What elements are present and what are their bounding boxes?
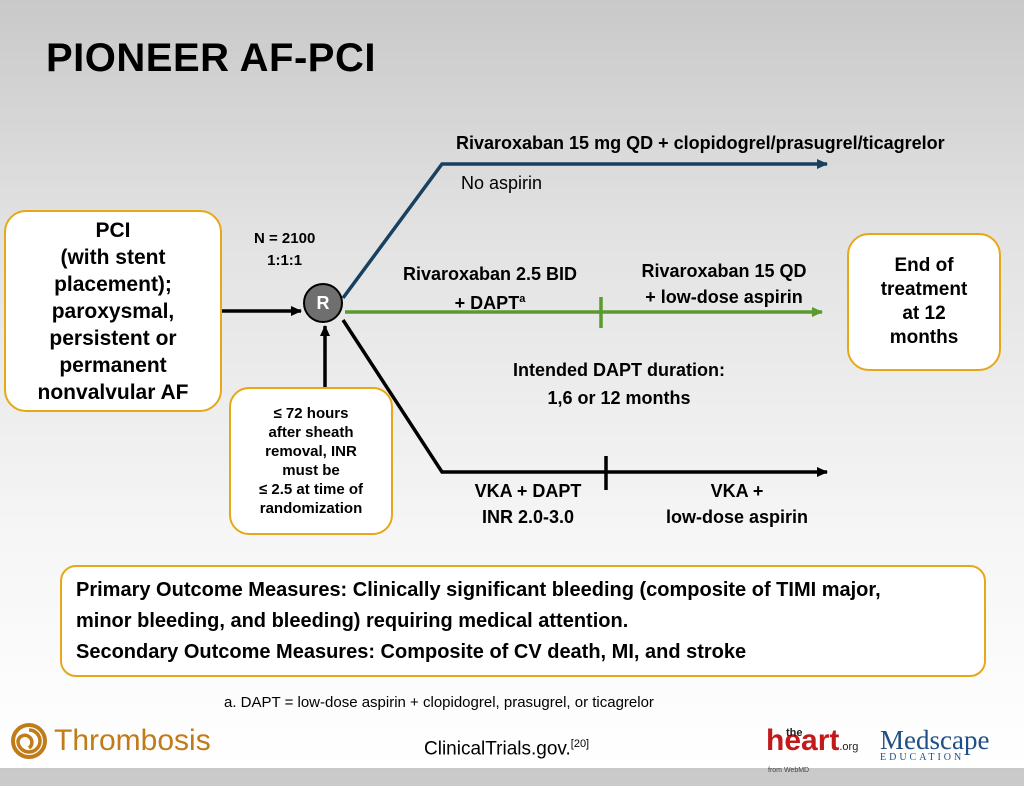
bottom-phase2-line1: VKA + bbox=[710, 481, 764, 501]
pci-line: persistent or bbox=[49, 326, 177, 350]
bottom-phase1-line2: INR 2.0-3.0 bbox=[481, 507, 575, 527]
pci-line: (with stent bbox=[60, 245, 166, 269]
pci-line: permanent bbox=[59, 353, 167, 377]
middle-phase1-line2: + DAPT bbox=[454, 293, 520, 313]
n-label: N = 2100 bbox=[254, 230, 316, 247]
timing-line: ≤ 2.5 at time of bbox=[258, 481, 364, 498]
theheart-from: from WebMD bbox=[768, 767, 810, 774]
thrombosis-logo: Thrombosis bbox=[10, 722, 211, 760]
theheart-org: .org bbox=[839, 741, 859, 753]
middle-arm-phase2-label: Rivaroxaban 15 QD + low-dose aspirin bbox=[626, 258, 822, 310]
flow-arrows bbox=[222, 159, 828, 490]
secondary-outcome-line: Secondary Outcome Measures: Composite of… bbox=[76, 640, 747, 663]
timing-line: removal, INR bbox=[265, 443, 357, 460]
medscape-education: EDUCATION bbox=[880, 752, 965, 763]
theheart-logo: the heart.org from WebMD bbox=[766, 724, 859, 775]
end-of-treatment-box: End of treatment at 12 months bbox=[847, 233, 1001, 371]
timing-line: must be bbox=[282, 462, 340, 479]
end-line: treatment bbox=[880, 279, 968, 300]
theheart-heart: heart bbox=[766, 724, 840, 757]
end-line: End of bbox=[894, 255, 954, 276]
timing-line: ≤ 72 hours bbox=[273, 405, 349, 422]
bottom-arm-arrow bbox=[341, 319, 828, 477]
primary-outcome-line2: minor bleeding, and bleeding) requiring … bbox=[76, 609, 629, 632]
dapt-duration-line1: Intended DAPT duration: bbox=[513, 360, 725, 380]
dapt-duration-label: Intended DAPT duration: 1,6 or 12 months bbox=[490, 356, 748, 412]
medscape-wordmark: Medscape bbox=[880, 725, 990, 755]
bottom-phase2-line2: low-dose aspirin bbox=[665, 507, 809, 527]
pci-box: PCI (with stent placement); paroxysmal, … bbox=[4, 210, 222, 412]
pci-line: nonvalvular AF bbox=[37, 380, 189, 404]
timing-line: randomization bbox=[259, 500, 363, 517]
slide-title: PIONEER AF-PCI bbox=[46, 36, 376, 80]
theheart-the: the bbox=[786, 727, 803, 739]
outcome-measures-box: Primary Outcome Measures: Clinically sig… bbox=[60, 565, 986, 677]
primary-outcome-line1: Primary Outcome Measures: Clinically sig… bbox=[76, 578, 881, 601]
sample-size-label: N = 2100 1:1:1 bbox=[254, 228, 315, 272]
thrombosis-spiral-icon bbox=[11, 723, 47, 759]
source-citation: ClinicalTrials.gov.[20] bbox=[424, 738, 589, 760]
top-arm-arrow bbox=[341, 159, 828, 300]
bottom-arm-phase2-label: VKA + low-dose aspirin bbox=[652, 478, 822, 530]
end-line: months bbox=[889, 327, 959, 348]
bottom-phase1-line1: VKA + DAPT bbox=[474, 481, 582, 501]
middle-phase2-line1: Rivaroxaban 15 QD bbox=[641, 261, 807, 281]
pci-line: paroxysmal, bbox=[51, 299, 175, 323]
top-arm-sublabel: No aspirin bbox=[461, 173, 543, 193]
middle-phase1-line1: Rivaroxaban 2.5 BID bbox=[402, 264, 578, 284]
ratio-label: 1:1:1 bbox=[267, 252, 303, 269]
pci-line: placement); bbox=[54, 272, 172, 296]
dapt-footnote-marker: a bbox=[519, 293, 526, 305]
dapt-duration-line2: 1,6 or 12 months bbox=[547, 388, 691, 408]
pci-line: PCI bbox=[95, 218, 131, 242]
source-text: ClinicalTrials.gov. bbox=[424, 738, 571, 760]
top-arm-label: Rivaroxaban 15 mg QD + clopidogrel/prasu… bbox=[456, 133, 945, 153]
end-line: at 12 bbox=[902, 303, 946, 324]
dapt-footnote: a. DAPT = low-dose aspirin + clopidogrel… bbox=[224, 694, 654, 711]
randomization-node: R bbox=[303, 283, 343, 323]
bottom-arm-phase1-label: VKA + DAPT INR 2.0-3.0 bbox=[458, 478, 598, 530]
timing-line: after sheath bbox=[268, 424, 354, 441]
middle-arm-phase1-label: Rivaroxaban 2.5 BID + DAPTa bbox=[390, 262, 590, 316]
source-ref: [20] bbox=[570, 738, 590, 750]
thrombosis-logo-text: Thrombosis bbox=[54, 724, 211, 757]
middle-phase2-line2: + low-dose aspirin bbox=[645, 287, 803, 307]
timing-box: ≤ 72 hours after sheath removal, INR mus… bbox=[229, 387, 393, 535]
medscape-logo: Medscape EDUCATION bbox=[880, 725, 990, 764]
